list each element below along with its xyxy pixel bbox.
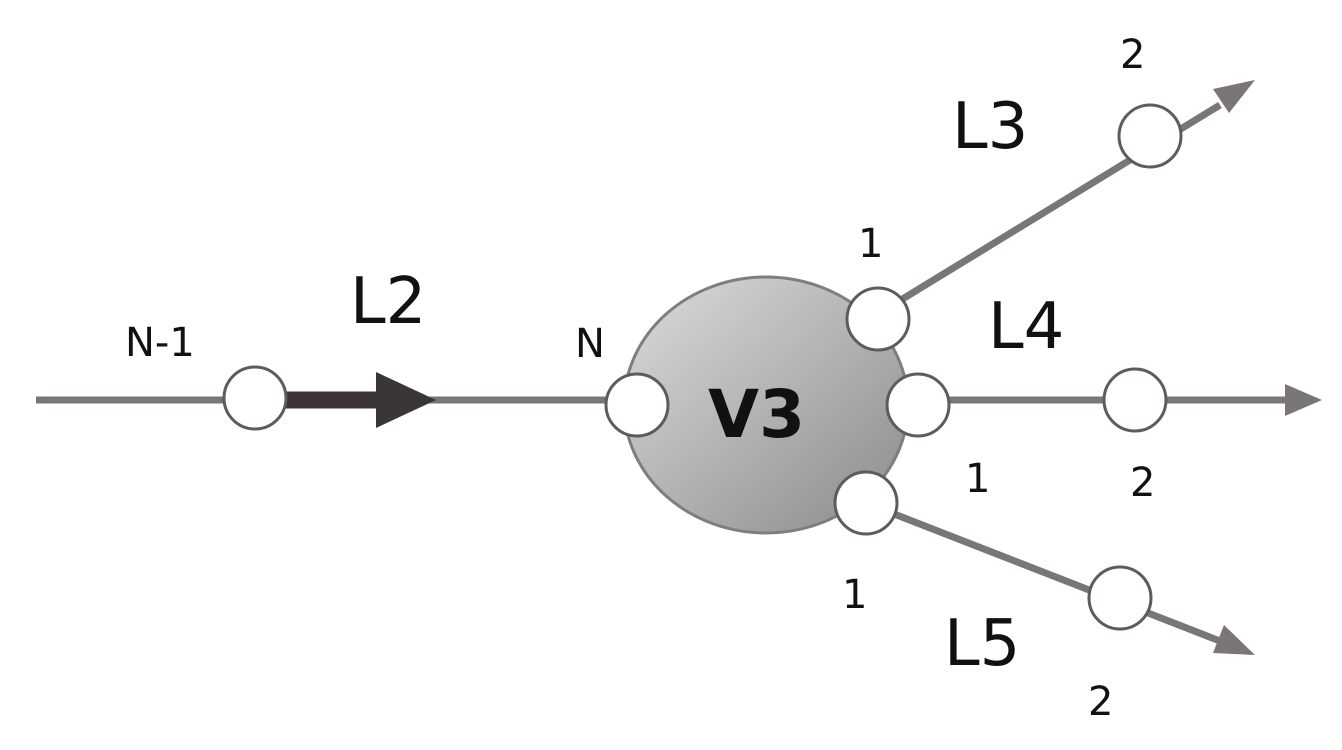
outlet-pipe-l5-line	[864, 499, 1227, 647]
node-vessel-inlet	[604, 372, 670, 438]
outlet-l4-end-label: 2	[1130, 460, 1155, 506]
outlet-l5-start-label: 1	[842, 572, 867, 618]
node-l5-start	[833, 470, 899, 536]
inlet-pipe-label: L2	[350, 265, 426, 339]
outlet-arrow-l3	[1213, 80, 1255, 113]
node-l4-start	[885, 372, 951, 438]
outlet-arrow-l4	[1285, 384, 1322, 416]
outlet-arrow-l5	[1213, 625, 1255, 655]
outlet-l4-start-label: 1	[965, 456, 990, 502]
outlet-l3-start-label: 1	[858, 221, 883, 267]
upstream-node-label: N-1	[125, 320, 195, 366]
node-l4-end	[1102, 367, 1168, 433]
flow-arrow-head	[376, 372, 436, 428]
node-l5-end	[1087, 565, 1153, 631]
outlet-l5-end-label: 2	[1088, 679, 1113, 725]
outlet-l3-end-label: 2	[1120, 32, 1145, 78]
outlet-l4-pipe-label: L4	[988, 290, 1064, 364]
node-l3-end	[1117, 103, 1183, 169]
node-upstream	[222, 365, 288, 431]
vessel-node-label: N	[575, 321, 605, 367]
node-l3-start	[845, 286, 911, 352]
outlet-l3-pipe-label: L3	[952, 90, 1028, 164]
outlet-l5-pipe-label: L5	[944, 607, 1020, 681]
vessel-label: V3	[708, 376, 805, 453]
